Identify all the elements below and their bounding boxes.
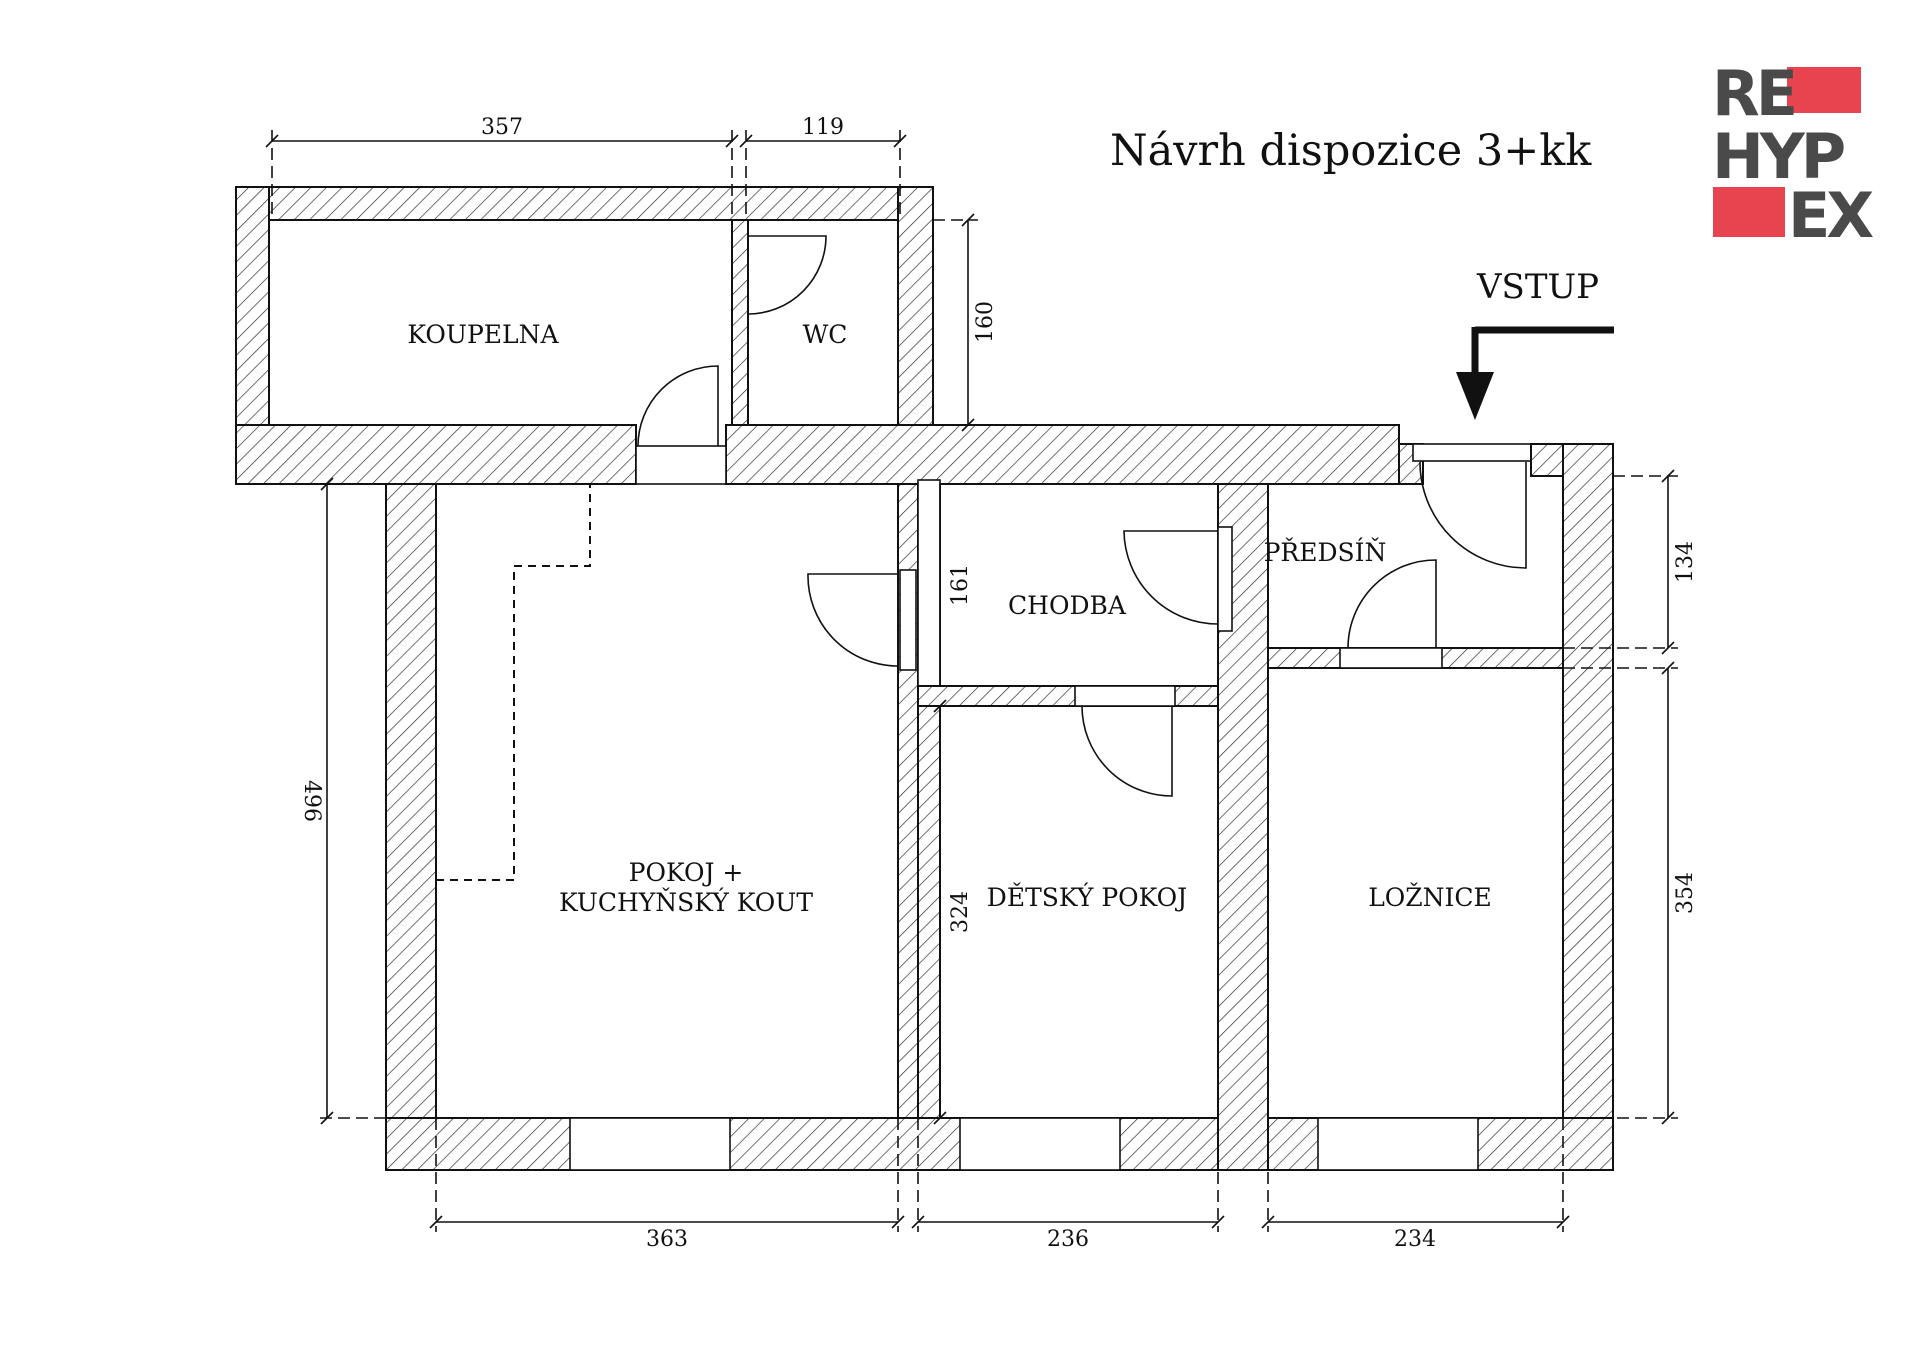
logo-line-3: EX [1788, 179, 1873, 252]
room-label-pokoj-line1: POKOJ + [629, 858, 744, 887]
entrance-label: VSTUP [1476, 267, 1599, 307]
entrance-marker: VSTUP [1456, 267, 1614, 420]
dim-chodba-depth: 161 [948, 564, 973, 606]
plan-title: Návrh dispozice 3+kk [1110, 126, 1592, 176]
room-labels: KOUPELNA WC CHODBA PŘEDSÍŇ POKOJ + KUCHY… [407, 320, 1491, 917]
rehypex-logo: RE HYP EX [1712, 57, 1877, 252]
dim-pokoj-depth: 496 [299, 780, 324, 822]
doors [637, 235, 1527, 797]
logo-accent-top [1787, 67, 1861, 113]
door-pokoj-icon [807, 573, 899, 667]
dim-koupelna-width: 357 [481, 115, 523, 140]
dim-detsky-depth: 324 [948, 891, 973, 933]
door-chodba-icon [1123, 530, 1219, 625]
dim-wc-width: 119 [802, 115, 844, 140]
dim-wc-depth: 160 [973, 301, 998, 343]
room-label-loznice: LOŽNICE [1368, 883, 1492, 912]
logo-accent-bottom [1713, 187, 1785, 237]
room-label-koupelna: KOUPELNA [407, 320, 559, 349]
logo-line-1: RE [1712, 57, 1794, 130]
dim-detsky-width: 236 [1047, 1227, 1089, 1252]
dim-predsin-depth: 134 [1673, 541, 1698, 583]
dim-pokoj-width: 363 [646, 1227, 688, 1252]
walls [235, 186, 1614, 1171]
door-detsky-icon [1081, 705, 1173, 797]
entrance-arrow-icon [1456, 372, 1494, 420]
door-loznice-icon [1347, 559, 1437, 649]
door-koupelna-icon [637, 365, 719, 447]
room-label-detsky-pokoj: DĚTSKÝ POKOJ [987, 883, 1187, 912]
door-wc-icon [747, 235, 827, 315]
room-label-predsin: PŘEDSÍŇ [1264, 538, 1387, 567]
dim-loznice-width: 234 [1394, 1227, 1436, 1252]
room-label-wc: WC [803, 320, 848, 349]
dim-loznice-depth: 354 [1673, 872, 1698, 914]
logo-line-2: HYP [1712, 120, 1844, 193]
door-entrance-icon [1419, 461, 1527, 569]
room-label-chodba: CHODBA [1008, 591, 1127, 620]
room-label-pokoj-line2: KUCHYŇSKÝ KOUT [559, 888, 813, 917]
dimensions: 357 119 160 496 161 324 [265, 115, 1698, 1252]
kitchen-counter-outline [436, 484, 591, 881]
